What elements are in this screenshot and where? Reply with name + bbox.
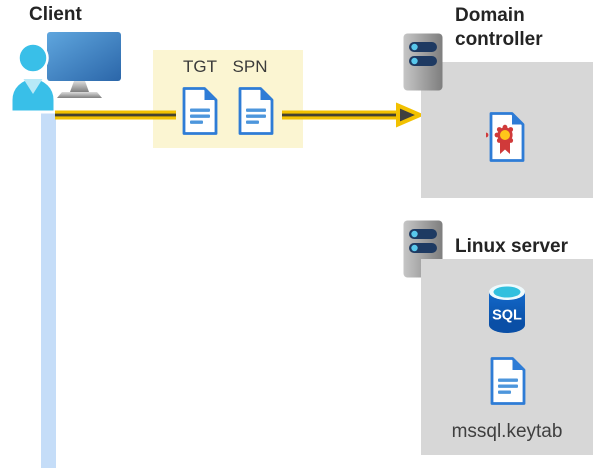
certificate-icon — [486, 112, 525, 162]
person-icon — [9, 42, 57, 114]
monitor-icon — [47, 32, 121, 81]
arrowhead-icon — [396, 102, 425, 128]
person-collar — [23, 79, 43, 94]
tgt-document-icon — [182, 87, 218, 135]
client-title: Client — [29, 4, 82, 25]
domain-controller-server-icon — [403, 33, 443, 91]
domain-controller-title: Domain controller — [455, 5, 543, 50]
spn-label: SPN — [232, 57, 268, 76]
keytab-file-label: mssql.keytab — [451, 421, 563, 442]
client-workstation-icon — [9, 32, 121, 114]
monitor-stand-neck — [70, 81, 89, 92]
client-timeline-line — [41, 94, 56, 468]
linux-server-title: Linux server — [455, 236, 568, 257]
tgt-label: TGT — [183, 57, 217, 76]
spn-document-icon — [238, 87, 274, 135]
keytab-document-icon — [490, 357, 526, 405]
sql-database-icon: SQL — [489, 284, 525, 333]
monitor-stand-base — [57, 92, 102, 98]
sql-database-label: SQL — [492, 308, 522, 324]
